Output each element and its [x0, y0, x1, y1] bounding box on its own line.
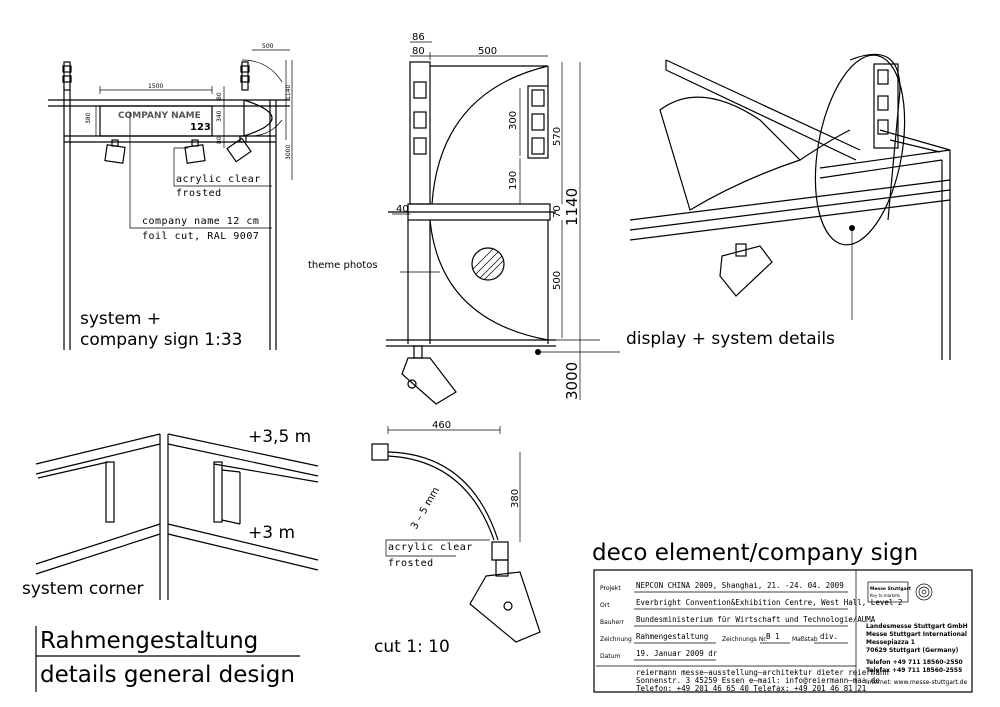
dim-40: 40: [396, 204, 409, 215]
dim-1500: 1500: [148, 83, 163, 90]
tb-value-ort: Everbright Convention&Exhibition Centre,…: [636, 598, 902, 607]
tb-label-ort: Ort: [600, 602, 610, 609]
note-acrylic-clear-cut: acrylic clear: [388, 542, 473, 553]
spotlight-icon: [184, 139, 206, 164]
tb-architect-3: Telefon: +49 201 46 65 40 Telefax: +49 2…: [636, 684, 866, 693]
note-frosted-cut: frosted: [388, 558, 434, 569]
display-detail-elevation: 86 80 500 300 190 570 70 500 1140 3000 4…: [308, 32, 600, 405]
tb-label-projekt: Projekt: [600, 585, 621, 592]
note-acrylic-clear: acrylic clear: [176, 174, 261, 185]
note-company-name-size: company name 12 cm: [142, 216, 259, 227]
dim-500-top: 500: [478, 46, 497, 57]
tb-architect-2: Sonnenstr. 3 45259 Essen e–mail: info@re…: [636, 676, 880, 685]
dim-1140: 1140: [563, 188, 581, 226]
cut-detail: 460 380 3 – 5 mm acrylic clear frosted c…: [371, 420, 541, 657]
spotlight-icon: [719, 243, 773, 297]
dim-86: 86: [412, 32, 425, 43]
dim-340: 340: [216, 110, 223, 122]
caption-cut: cut 1: 10: [374, 637, 450, 657]
dim-380: 380: [510, 489, 521, 508]
dim-3000: 3000: [563, 362, 581, 400]
sign-number-text: 123: [190, 122, 211, 133]
caption-display-system: display + system details: [626, 329, 835, 349]
title-details-general-design: details general design: [40, 662, 295, 688]
level-3-5m: +3,5 m: [248, 427, 311, 447]
dim-70: 70: [552, 205, 563, 218]
client-logo-slogan: Key to markets: [870, 593, 900, 598]
tb-label-zeichnungs-nr: Zeichnungs Nr.: [722, 636, 767, 643]
tb-label-massstab: Maßstab: [792, 636, 818, 643]
display-3d-view: display + system details: [535, 53, 951, 360]
system-corner-view: +3,5 m +3 m system corner: [22, 427, 319, 600]
label-theme-photos: theme photos: [308, 260, 378, 271]
dim-460: 460: [432, 420, 451, 431]
dim-500-right: 500: [262, 43, 274, 50]
tb-value-zeichnungs-nr: B 1: [766, 632, 780, 641]
caption-system: system +: [80, 309, 161, 329]
drawing-title: Rahmengestaltung details general design: [35, 626, 300, 692]
dim-300: 300: [508, 111, 519, 130]
note-foil-cut: foil cut, RAL 9007: [142, 231, 259, 242]
tb-architect-1: reiermann messe–ausstellung–architektur …: [636, 668, 889, 677]
dim-190: 190: [508, 171, 519, 190]
system-sign-elevation: COMPANY NAME 123 1500 380 80 340 80 500 …: [48, 43, 293, 350]
note-frosted: frosted: [176, 188, 222, 199]
tb-label-bauherr: Bauherr: [600, 619, 624, 626]
company-name-text: COMPANY NAME: [118, 111, 201, 121]
client-logo-name: Messe Stuttgart: [870, 586, 912, 592]
client-address-1: Landesmesse Stuttgart GmbH: [866, 623, 968, 630]
dim-380: 380: [85, 112, 92, 124]
spotlight-icon: [401, 345, 457, 405]
tb-value-projekt: NEPCON CHINA 2009, Shanghai, 21. -24. 04…: [636, 581, 844, 590]
spotlight-icon: [226, 135, 252, 163]
caption-system-corner: system corner: [22, 579, 144, 599]
tb-value-massstab: div.: [820, 632, 838, 641]
client-web: Internet: www.messe-stuttgart.de: [866, 679, 967, 686]
dim-570: 570: [552, 127, 563, 146]
deco-element-heading: deco element/company sign: [592, 540, 918, 566]
dim-80-a: 80: [216, 92, 223, 100]
dim-1140-right: 1140: [285, 85, 292, 100]
spotlight-icon: [469, 559, 541, 643]
tb-value-zeichnung: Rahmengestaltung: [636, 632, 708, 641]
title-rahmengestaltung: Rahmengestaltung: [40, 628, 258, 654]
dim-3000-right: 3000: [285, 145, 292, 160]
client-address-4: 70629 Stuttgart (Germany): [866, 647, 959, 654]
dim-thickness: 3 – 5 mm: [409, 486, 442, 532]
caption-company-sign: company sign 1:33: [80, 330, 242, 350]
tb-value-datum: 19. Januar 2009 dr: [636, 649, 718, 658]
tb-label-datum: Datum: [600, 653, 620, 660]
tb-label-zeichnung: Zeichnung: [600, 636, 632, 643]
dim-80-b: 80: [216, 136, 223, 144]
client-phone: Telefon +49 711 18560-2550: [866, 659, 963, 666]
client-address-2: Messe Stuttgart International: [866, 631, 967, 638]
dim-500-low: 500: [552, 271, 563, 290]
spotlight-icon: [104, 139, 126, 164]
dim-80-top: 80: [412, 46, 425, 57]
client-address-3: Messepiazza 1: [866, 639, 915, 646]
fingerprint-logo-icon: [915, 583, 933, 601]
client-fax: Telefax +49 711 18560-2555: [866, 667, 962, 674]
level-3m: +3 m: [248, 523, 295, 543]
tb-value-bauherr: Bundesministerium für Wirtschaft und Tec…: [636, 615, 876, 624]
title-block: Projekt Ort Bauherr Zeichnung Datum NEPC…: [593, 569, 973, 693]
